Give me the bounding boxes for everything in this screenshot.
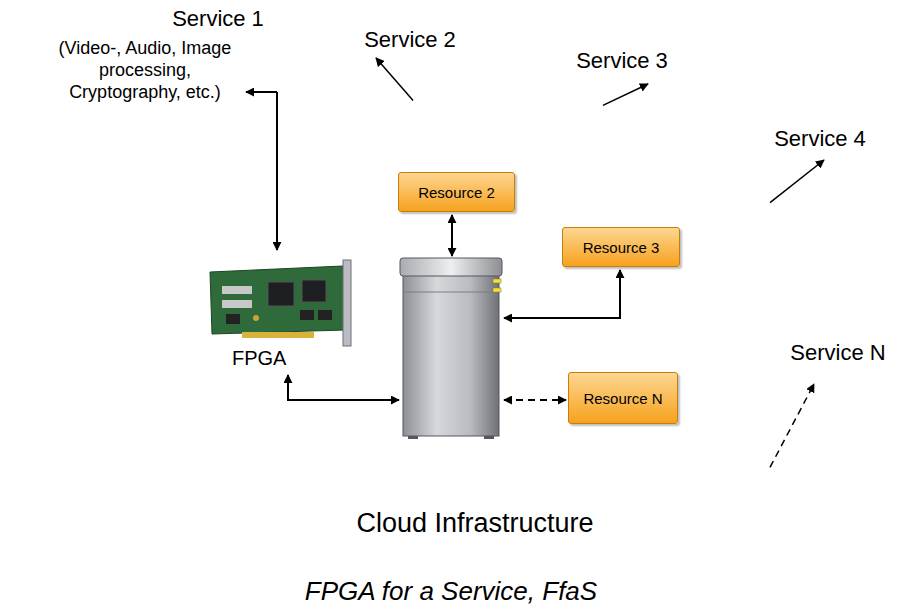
resource-box: Resource 2 [398,172,515,212]
resource-box: Resource N [568,372,678,424]
illustration-part [242,332,314,338]
illustration-part [493,279,501,283]
illustration-part [222,286,252,294]
figure-caption: FPGA for a Service, FfaS [305,576,597,607]
illustration-part [400,258,502,276]
illustration-part [302,280,326,302]
service-name: Service 3 [576,48,668,74]
cloud-outline-path [151,93,800,577]
illustration-part [300,310,314,320]
fpga-card-node: FPGA [200,245,360,373]
fpga-server-link [288,375,399,400]
cloud-region: Cloud Infrastructure FPGA Resource 2 Resour… [145,80,805,585]
illustration-part [226,314,240,324]
illustration-part [222,300,252,308]
service-link [246,91,277,93]
service-arrow [603,84,648,105]
service-name: Service 2 [364,27,456,53]
resource-label: Resource 3 [583,239,660,256]
illustration-part [318,310,332,320]
illustration-part [403,292,499,293]
service-link [276,92,278,250]
service-arrow [770,384,814,467]
node-label: Cloud Infrastructure [356,508,593,539]
illustration-part [484,436,494,439]
illustration-part [408,436,418,439]
service-arrow [770,160,824,203]
fpga-card [210,260,351,346]
resource-label: Resource N [583,390,662,407]
resource-link [451,215,453,256]
node-label: FPGA [232,347,286,370]
service-name: Service 4 [774,126,866,152]
server-tower [400,258,502,439]
service-arrows [376,58,824,467]
service-name: Service N [790,340,885,366]
illustration-part [253,315,259,321]
resource-link [504,399,566,401]
service-arrow [376,58,413,101]
illustration-part [268,282,294,306]
service-name: Service 1 [172,6,264,32]
resource-label: Resource 2 [418,184,495,201]
resource-link [504,270,620,318]
illustration-part [403,274,499,436]
illustration-part [210,266,345,334]
illustration-part [343,260,351,346]
resource-box: Resource 3 [562,227,680,267]
service-description: (Video-, Audio, Image processing, Crypto… [43,37,248,103]
illustration-part [493,288,501,292]
